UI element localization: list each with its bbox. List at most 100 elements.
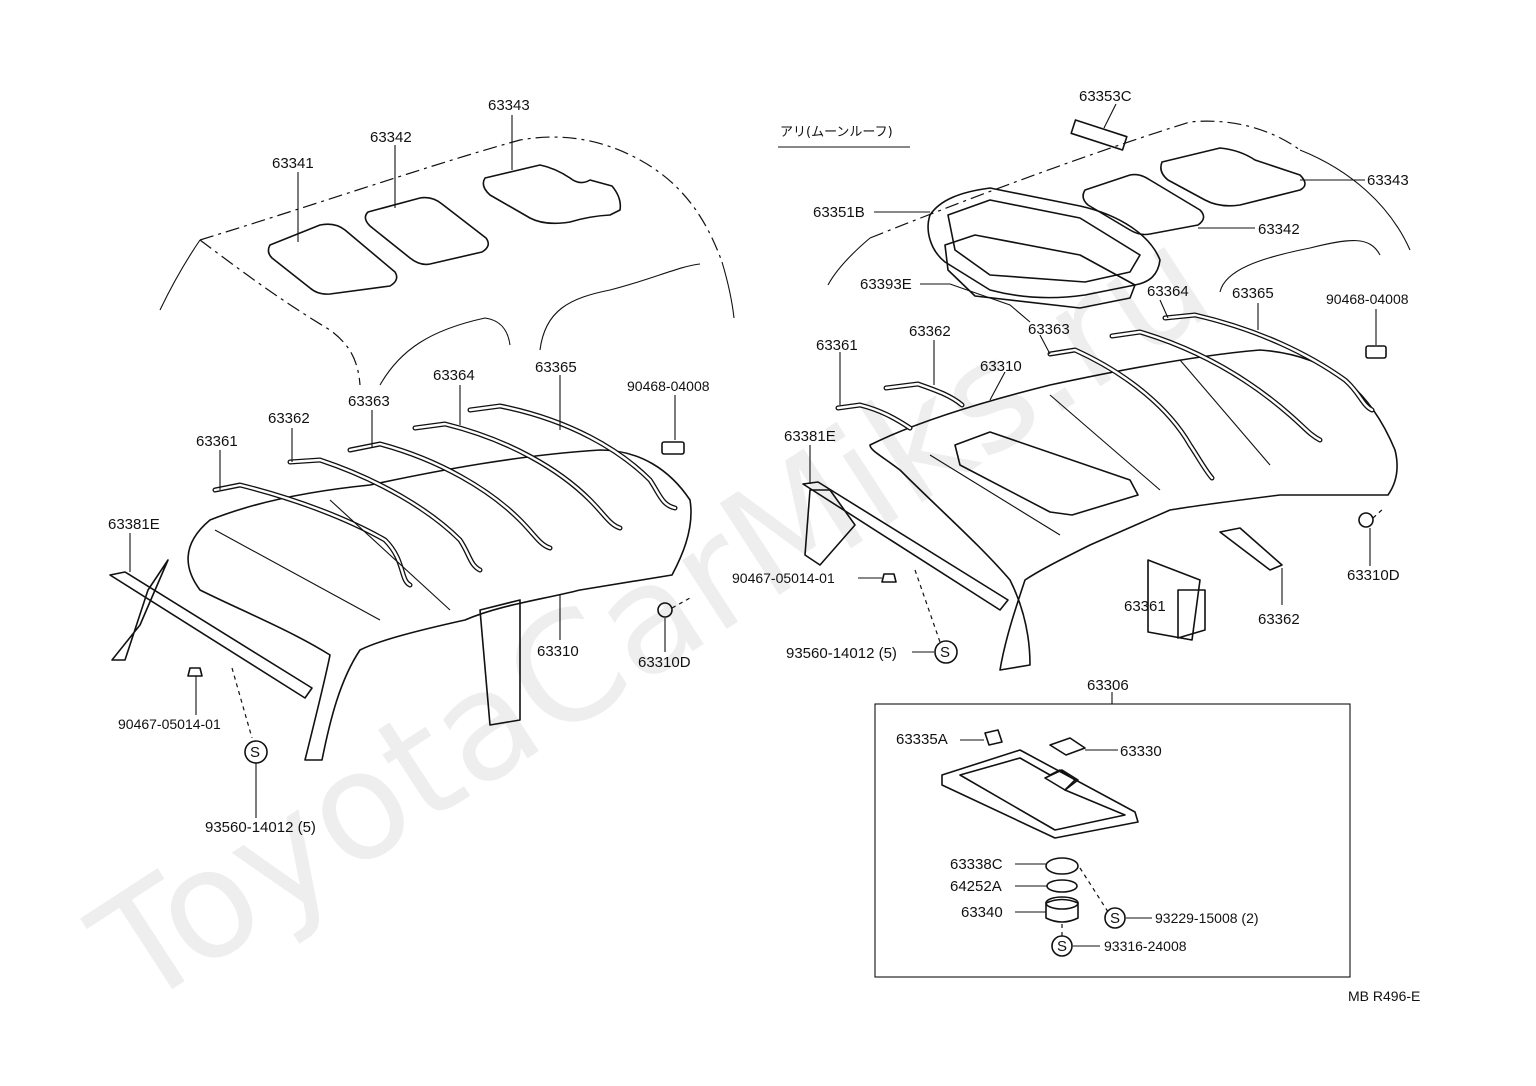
left-headliner-63310: [187, 449, 692, 761]
right-assembly: アリ(ムーンルーフ): [732, 88, 1411, 671]
inset-dotted-leader-93229: [1079, 867, 1111, 916]
left-clip-90467: [187, 667, 203, 677]
left-label-63341: 63341: [272, 155, 314, 172]
left-assembly: S 63341 63342 63343 63361 63362 63363 63…: [108, 97, 735, 836]
inset-label-93316: 93316-24008: [1104, 938, 1187, 954]
right-label-63362-lower: 63362: [1258, 611, 1300, 628]
left-front-trim: [111, 559, 169, 661]
right-pad-63343: [1160, 147, 1306, 207]
inset-part-63340-top: [1045, 896, 1079, 910]
left-stiffener-2: [329, 499, 451, 611]
left-dotted-leader-63310d: [671, 597, 691, 609]
left-label-63363: 63363: [348, 393, 390, 410]
left-stiffener-1: [214, 529, 381, 621]
right-roof-outline: [869, 120, 1301, 239]
inset-title: 63306: [1087, 677, 1129, 694]
right-dotted-leader-63310d: [1372, 507, 1385, 519]
right-label-90467: 90467-05014-01: [732, 570, 835, 586]
left-label-63381e: 63381E: [108, 516, 160, 533]
left-roof-pillar-d: [539, 263, 701, 351]
right-label-63353c: 63353C: [1079, 88, 1132, 105]
inset-part-64252a: [1046, 879, 1078, 893]
inset-screw-93316: [1051, 935, 1073, 957]
left-trim-63381e: [109, 571, 313, 699]
right-front-trim: [804, 489, 856, 566]
left-label-90467: 90467-05014-01: [118, 716, 221, 732]
inset-label-63335a: 63335A: [896, 731, 948, 748]
inset-screw-93229: [1104, 907, 1126, 929]
inset-part-63340: [1045, 898, 1079, 923]
inset-screw-93229-letter: S: [1110, 910, 1120, 927]
left-pad-63343: [482, 164, 622, 225]
left-label-63364: 63364: [433, 367, 475, 384]
left-roof-outline: [199, 136, 723, 263]
right-stiffener-3: [1179, 359, 1271, 466]
right-label-63342: 63342: [1258, 221, 1300, 238]
right-clip-63310d: [1358, 512, 1374, 528]
left-pad-63342: [364, 196, 490, 266]
right-screw-letter: S: [940, 644, 950, 661]
right-frame-63351b: [927, 187, 1161, 299]
right-dotted-leader-90467: [914, 569, 941, 643]
left-label-63342: 63342: [370, 129, 412, 146]
right-clip-90467: [881, 573, 897, 583]
left-roof-pillar-c: [379, 317, 511, 386]
left-label-93560: 93560-14012 (5): [205, 819, 316, 836]
right-pad-63342: [1082, 173, 1205, 236]
left-label-90468: 90468-04008: [627, 378, 710, 394]
right-side-flap-1: [1147, 559, 1201, 641]
right-label-93560: 93560-14012 (5): [786, 645, 897, 662]
inset-label-63340: 63340: [961, 904, 1003, 921]
right-label-90468: 90468-04008: [1326, 291, 1409, 307]
left-label-63362: 63362: [268, 410, 310, 427]
right-roof-pillar-b: [1219, 240, 1381, 293]
inset-label-63338c: 63338C: [950, 856, 1003, 873]
inset-label-64252a: 64252A: [950, 878, 1002, 895]
sunroof-note: アリ(ムーンルーフ): [780, 125, 893, 140]
left-screw-letter: S: [250, 744, 260, 761]
left-label-63310d: 63310D: [638, 654, 691, 671]
inset-part-63335a: [984, 729, 1003, 746]
left-dotted-leader-90467: [231, 667, 253, 739]
right-label-63362: 63362: [909, 323, 951, 340]
left-headliner-side-flap: [479, 599, 521, 726]
right-label-63364: 63364: [1147, 283, 1189, 300]
right-moonroof-opening: [954, 431, 1139, 516]
left-clip-90468: [661, 441, 685, 455]
right-deflector-63353c: [1070, 119, 1128, 151]
drawing-code: MB R496-E: [1348, 988, 1420, 1004]
left-roof-rear-edge: [199, 239, 361, 386]
right-label-63343: 63343: [1367, 172, 1409, 189]
right-label-63310: 63310: [980, 358, 1022, 375]
inset-sunshade-pad: [1044, 769, 1079, 791]
left-pad-63341: [267, 223, 398, 295]
left-roof-pillar-a: [159, 239, 201, 311]
inset-sunshade-inner: [959, 757, 1126, 831]
left-roof-pillar-b: [721, 261, 735, 319]
right-stiffener-2: [1049, 394, 1161, 491]
left-label-63310: 63310: [537, 643, 579, 660]
left-clip-63310d: [657, 602, 673, 618]
right-roof-outline-solid: [1299, 149, 1411, 251]
right-label-63310d: 63310D: [1347, 567, 1400, 584]
right-frame-63393e: [944, 234, 1136, 309]
right-roof-bows: [835, 312, 1375, 481]
right-label-63361: 63361: [816, 337, 858, 354]
right-trim-63381e: [802, 481, 1009, 611]
left-label-63365: 63365: [535, 359, 577, 376]
left-label-63343: 63343: [488, 97, 530, 114]
inset-screw-93316-letter: S: [1057, 938, 1067, 955]
right-label-63351b: 63351B: [813, 204, 865, 221]
left-roof-bows: [212, 403, 678, 588]
right-stiffener-1: [929, 454, 1061, 536]
right-label-63361-lower: 63361: [1124, 598, 1166, 615]
right-roof-pillar-a: [827, 237, 871, 286]
right-headliner-63310: [869, 349, 1398, 671]
right-label-63363: 63363: [1028, 321, 1070, 338]
left-label-63361: 63361: [196, 433, 238, 450]
inset-sunshade-panel: [941, 749, 1139, 839]
inset-part-63338c: [1045, 857, 1079, 875]
inset-label-93229: 93229-15008 (2): [1155, 910, 1259, 926]
